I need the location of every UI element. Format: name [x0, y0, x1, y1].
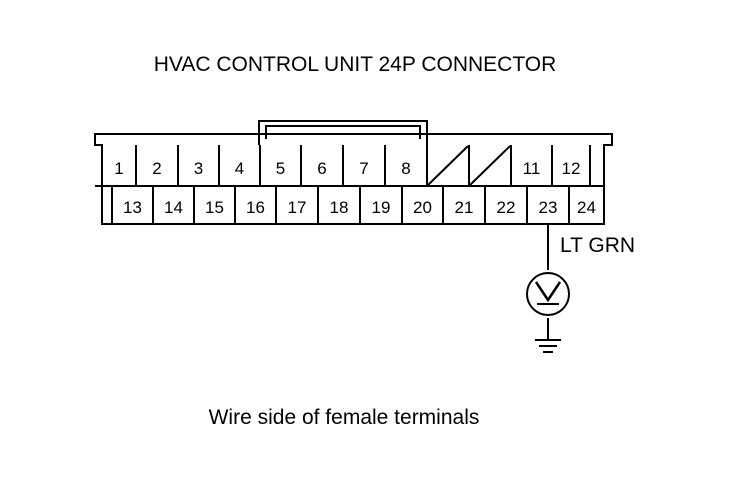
empty-cavity-10	[469, 145, 511, 186]
pin-label: 23	[539, 198, 558, 217]
pin-label: 2	[152, 159, 161, 178]
pin-label: 14	[164, 198, 183, 217]
pin-label: 3	[194, 159, 203, 178]
wire-color-label: LT GRN	[560, 234, 635, 257]
pin-label: 7	[359, 159, 368, 178]
ground-icon	[535, 339, 561, 353]
pin-label: 1	[114, 159, 123, 178]
pin-label: 24	[577, 198, 596, 217]
pin-label: 8	[401, 159, 410, 178]
pin-label: 13	[123, 198, 142, 217]
pin-label: 17	[288, 198, 307, 217]
bottom-row-dividers	[111, 186, 570, 224]
pin-label: 12	[562, 159, 581, 178]
pin-label: 15	[205, 198, 224, 217]
pin-label: 22	[497, 198, 516, 217]
diagram-caption: Wire side of female terminals	[209, 406, 480, 429]
diagram-title: HVAC CONTROL UNIT 24P CONNECTOR	[154, 53, 557, 76]
pin-label: 18	[330, 198, 349, 217]
pin-label: 19	[372, 198, 391, 217]
bottom-row-pins: 13 14 15 16 17 18 19 20 21 22 23 24	[123, 198, 596, 217]
top-row-dividers	[135, 145, 591, 186]
pin-label: 16	[246, 198, 265, 217]
empty-cavity-9	[427, 145, 469, 186]
pin-label: 21	[455, 198, 474, 217]
connector-body	[94, 120, 613, 225]
pin-label: 6	[317, 159, 326, 178]
pin-label: 4	[235, 159, 244, 178]
pin-label: 20	[413, 198, 432, 217]
voltmeter-icon	[526, 272, 570, 316]
pin-label: 11	[523, 159, 541, 178]
pin-label: 5	[276, 159, 285, 178]
empty-cavity-marks	[427, 145, 511, 186]
